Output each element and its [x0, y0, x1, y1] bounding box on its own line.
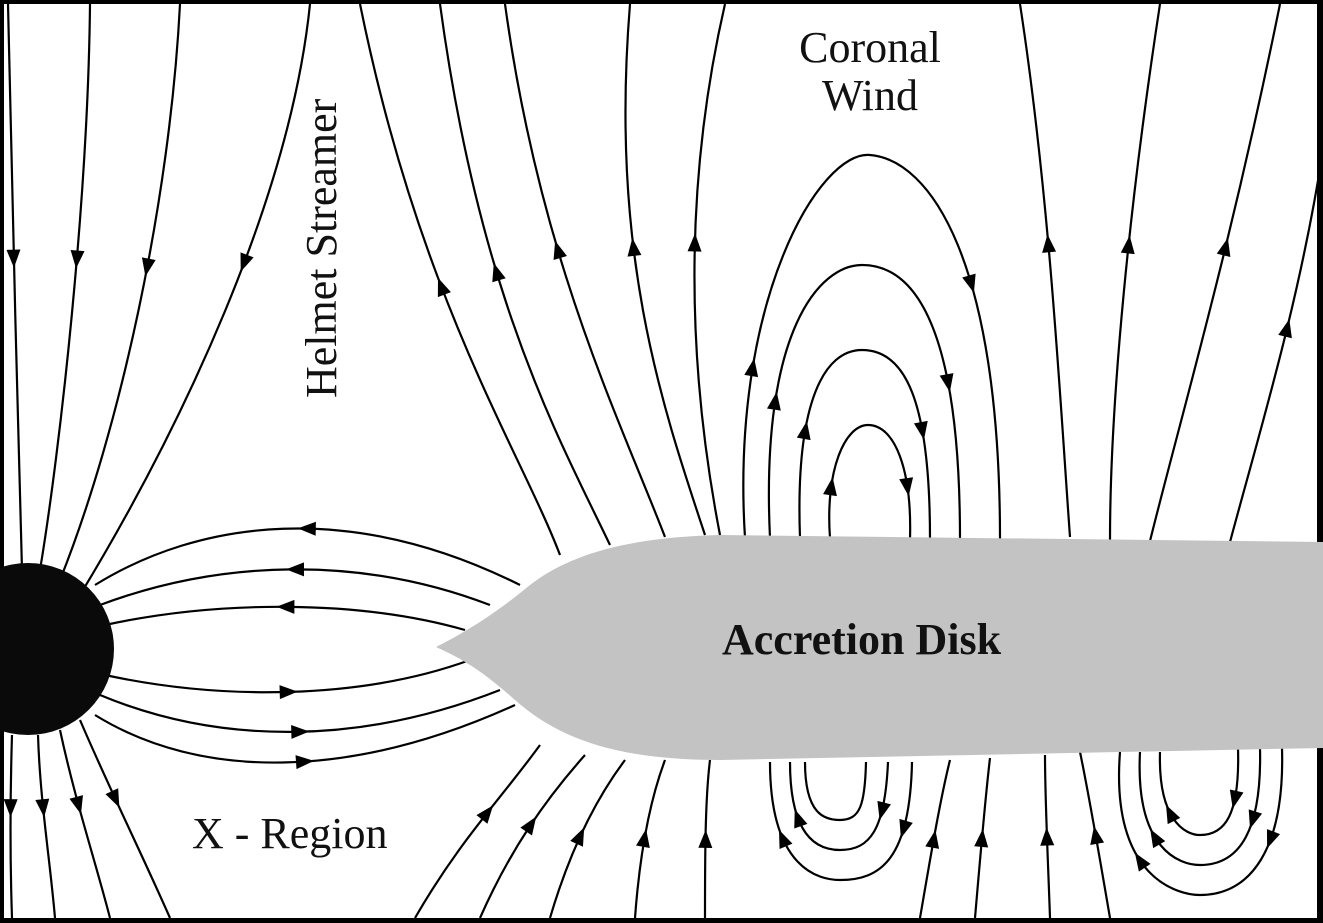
- helmet-line-3: [58, 3, 182, 581]
- field-arrow: [141, 257, 156, 277]
- field-arrow: [240, 252, 254, 272]
- field-arrow: [1040, 827, 1055, 846]
- field-arrow: [877, 800, 891, 821]
- field-arrow: [6, 249, 21, 268]
- field-arrow: [437, 277, 451, 298]
- field-arrow: [1166, 804, 1181, 825]
- field-arrow: [286, 562, 305, 577]
- field-arrow: [105, 788, 120, 808]
- x-region-label: X - Region: [192, 809, 388, 858]
- loop-bottom-5: [1138, 747, 1262, 867]
- wind-line-1: [693, 3, 727, 536]
- lower-line-1: [414, 744, 541, 919]
- lower-line-4: [633, 759, 667, 919]
- field-arrow: [70, 249, 85, 269]
- field-arrow: [1216, 237, 1231, 258]
- streamer-line-1: [358, 3, 562, 556]
- wind-line-2: [1018, 3, 1072, 538]
- diagram-background: [4, 4, 1317, 918]
- field-arrow: [778, 829, 793, 850]
- field-arrow: [1134, 852, 1151, 872]
- accretion-disk: [436, 535, 1323, 760]
- wind-line-4: [1148, 3, 1282, 542]
- helmet-streamer-label: Helmet Streamer: [297, 98, 346, 398]
- field-arrow: [794, 809, 808, 829]
- field-arrow: [744, 358, 759, 378]
- helmet-line-1: [6, 3, 24, 571]
- wind-line-5: [1228, 149, 1323, 543]
- coronal-wind-line2: Wind: [822, 71, 918, 120]
- lower-star-line-3: [58, 729, 112, 919]
- field-arrow: [279, 685, 298, 700]
- wind-line-3: [1108, 3, 1162, 541]
- loop-bottom-4: [1117, 747, 1284, 897]
- streamer-line-4: [624, 3, 707, 536]
- helmet-line-4: [79, 3, 312, 596]
- field-arrow: [1229, 789, 1244, 809]
- field-arrow: [796, 421, 811, 441]
- lower-star-line-1: [9, 734, 14, 919]
- helmet-line-2: [38, 3, 92, 571]
- field-arrow: [1120, 235, 1135, 255]
- field-arrow: [823, 477, 837, 497]
- coronal-wind-line1: Coronal: [799, 23, 941, 72]
- field-arrow: [1248, 809, 1263, 829]
- field-arrow: [1266, 829, 1281, 849]
- field-arrow: [295, 755, 314, 770]
- field-arrow: [69, 795, 83, 815]
- loop-top-1: [742, 153, 1002, 540]
- loop-bottom-3: [803, 761, 868, 822]
- accretion-disk-label: Accretion Disk: [722, 615, 1002, 664]
- field-lines: [3, 3, 1323, 919]
- field-arrow: [687, 233, 702, 252]
- field-arrow: [476, 805, 494, 824]
- lower-star-line-2: [36, 734, 57, 919]
- field-arrow: [570, 827, 585, 847]
- field-arrow: [899, 477, 914, 497]
- field-arrow: [636, 829, 650, 848]
- xregion-line-6: [94, 703, 516, 764]
- coronal-wind-label: Coronal Wind: [760, 24, 980, 120]
- field-arrow: [492, 262, 506, 283]
- field-arrow: [291, 724, 310, 739]
- xregion-line-1: [94, 527, 521, 586]
- field-arrow: [35, 798, 50, 818]
- field-arrow: [766, 391, 781, 411]
- field-arrow: [297, 521, 316, 536]
- field-arrow: [939, 373, 954, 393]
- field-arrow: [3, 799, 18, 818]
- field-arrow: [962, 273, 976, 293]
- field-arrow: [1150, 829, 1166, 849]
- streamer-line-3: [503, 3, 667, 538]
- field-arrow: [553, 240, 567, 261]
- field-arrow: [1278, 319, 1292, 339]
- streamer-line-2: [438, 3, 611, 546]
- central-star: [0, 563, 114, 735]
- field-arrow: [925, 829, 940, 849]
- field-arrow: [627, 237, 642, 257]
- field-arrow: [698, 829, 713, 849]
- lower-star-line-4: [78, 719, 172, 919]
- field-arrow: [899, 818, 913, 839]
- field-arrow: [1090, 826, 1105, 845]
- field-arrow: [1042, 234, 1057, 253]
- field-arrow: [913, 420, 928, 440]
- field-arrow: [974, 828, 989, 848]
- field-arrow: [520, 816, 537, 836]
- field-arrow: [276, 599, 295, 614]
